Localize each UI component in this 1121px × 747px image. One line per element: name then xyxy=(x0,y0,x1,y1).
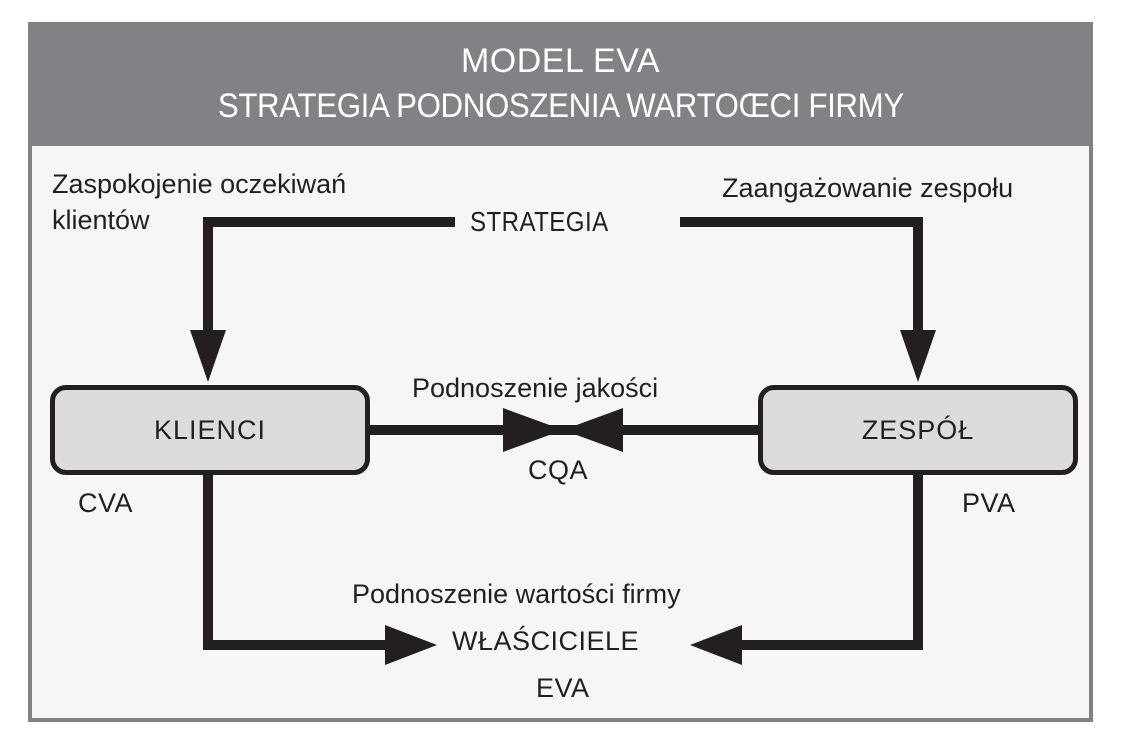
label-team-engagement: Zaangażowanie zespołu xyxy=(722,173,1014,203)
label-pva: PVA xyxy=(962,488,1016,518)
diagram-title-band: MODEL EVA STRATEGIA PODNOSZENIA WARTOŒCI… xyxy=(28,22,1093,146)
node-klienci[interactable]: KLIENCI xyxy=(50,385,370,475)
node-zespol-label: ZESPÓŁ xyxy=(861,414,975,445)
label-strategia: STRATEGIA xyxy=(470,206,609,237)
node-klienci-label: KLIENCI xyxy=(153,414,267,445)
label-cqa: CQA xyxy=(528,455,589,485)
label-owners: WŁAŚCICIELE xyxy=(452,626,640,656)
label-cva: CVA xyxy=(78,488,134,518)
label-company-value-growth: Podnoszenie wartości firmy xyxy=(352,579,681,609)
label-eva: EVA xyxy=(536,673,590,703)
label-quality-improvement: Podnoszenie jakości xyxy=(412,373,659,403)
node-zespol[interactable]: ZESPÓŁ xyxy=(758,385,1078,475)
title-line-2: STRATEGIA PODNOSZENIA WARTOŒCI FIRMY xyxy=(217,87,904,125)
label-customer-expectations: Zaspokojenie oczekiwań klientów xyxy=(52,169,347,235)
title-line-1: MODEL EVA xyxy=(460,42,661,80)
